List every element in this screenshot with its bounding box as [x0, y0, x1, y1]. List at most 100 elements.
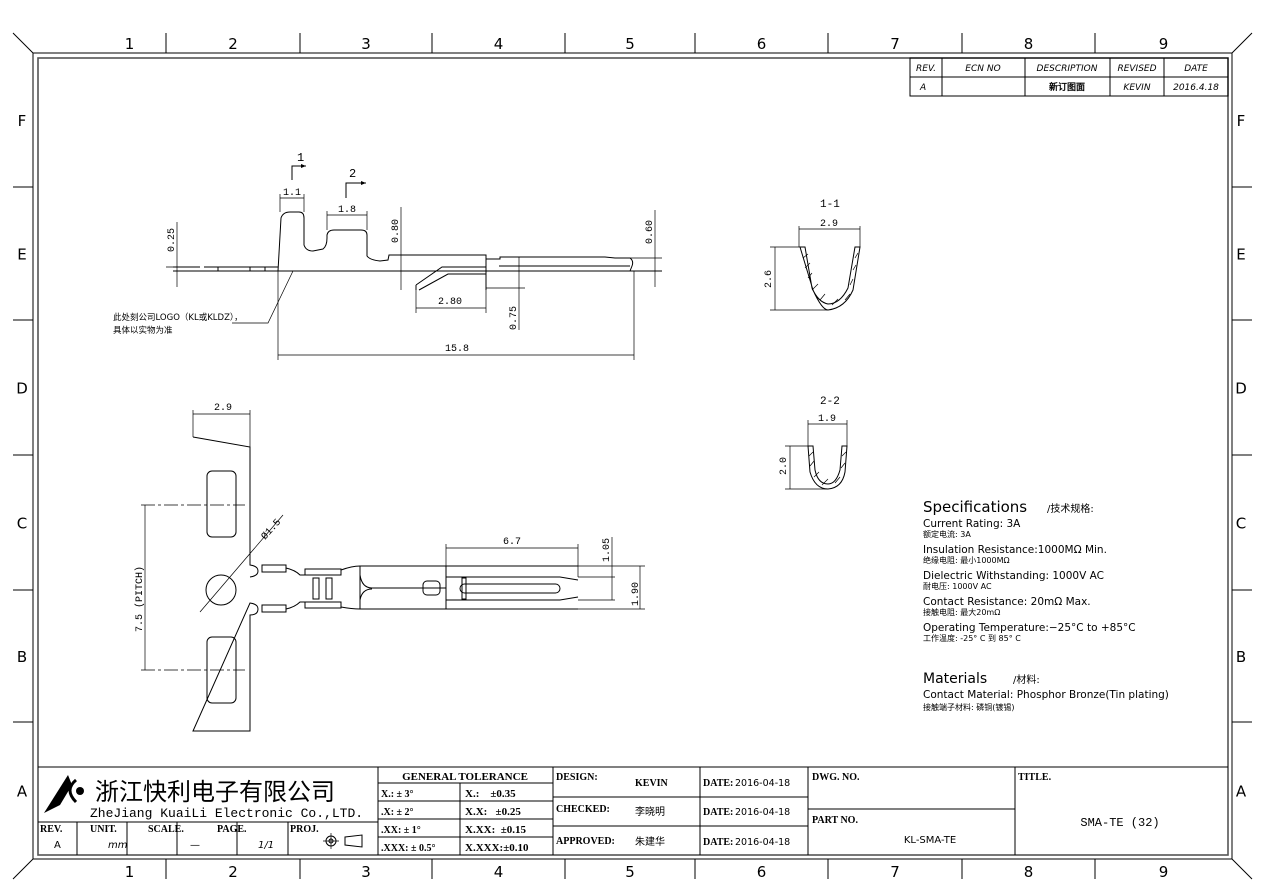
part-no-label: PART NO. [812, 815, 858, 826]
material-contact: Contact Material: Phosphor Bronze(Tin pl… [923, 689, 1169, 701]
section-1-1-width: 2.9 [820, 219, 838, 230]
rev-header-ecn: ECN NO [965, 64, 1000, 74]
zone-column-bottom: 1 [125, 863, 135, 881]
materials-title: Materials [923, 671, 987, 687]
rev-cell-description: 新订图面 [1049, 81, 1085, 93]
specifications: Specifications /技术规格: Current Rating: 3A… [923, 498, 1169, 712]
tolerance-angle: .X: ± 2° [381, 807, 414, 818]
dim-0-60: 0.60 [645, 220, 656, 244]
company-name-en: ZheJiang KuaiLi Electronic Co.,LTD. [90, 806, 363, 821]
logo-note-line-2: 具体以实物为准 [113, 325, 173, 336]
rev-header-description: DESCRIPTION [1037, 64, 1098, 74]
part-no-value: KL-SMA-TE [904, 835, 956, 846]
zone-column-bottom: 9 [1159, 863, 1169, 881]
section-2-2: 2-2 1.9 2.0 [779, 396, 848, 490]
zone-row-right: F [1237, 112, 1246, 130]
zone-column-top: 1 [125, 35, 135, 53]
date-label: DATE: [703, 837, 733, 848]
zone-column-bottom: 7 [890, 863, 900, 881]
proj-label: PROJ. [290, 824, 319, 835]
date-label: DATE: [703, 807, 733, 818]
page-value: 1/1 [258, 840, 274, 851]
rev-header-revised: REVISED [1117, 64, 1156, 74]
tolerance-linear: X.: ±0.35 [465, 788, 516, 800]
zone-row-left: C [17, 515, 27, 533]
dim-0-25: 0.25 [167, 228, 178, 252]
rev-cell-date: 2016.4.18 [1173, 83, 1219, 93]
zone-row-left: F [18, 112, 27, 130]
spec-item: Dielectric Withstanding: 1000V AC [923, 570, 1104, 582]
section-1-1: 1-1 2.9 2.6 [764, 199, 861, 311]
zone-column-bottom: 6 [757, 863, 767, 881]
dim-1-90: 1.90 [631, 582, 642, 606]
rev-value: A [54, 840, 61, 851]
section-1-1-height: 2.6 [764, 270, 775, 288]
tolerance-title: GENERAL TOLERANCE [402, 771, 528, 783]
zone-row-left: D [16, 380, 28, 398]
zone-row-right: A [1236, 783, 1247, 801]
spec-item: Operating Temperature:−25°C to +85°C [923, 622, 1136, 634]
zone-row-left: A [17, 783, 28, 801]
specs-title-cn: /技术规格: [1047, 502, 1094, 515]
approved-value: 朱建华 [635, 835, 665, 848]
zone-column-top: 6 [757, 35, 767, 53]
zone-row-left: E [17, 246, 26, 264]
tolerance-linear: X.XX: ±0.15 [465, 824, 527, 836]
page-label: PAGE. [217, 824, 247, 835]
tolerance-angle: X.: ± 3° [381, 789, 414, 800]
unit-value: mm [108, 840, 128, 851]
tolerance-linear: X.XXX:±0.10 [465, 842, 529, 854]
zone-ticks [13, 33, 1252, 879]
dwg-no-label: DWG. NO. [812, 772, 860, 783]
dim-0-80: 0.80 [391, 219, 402, 243]
rev-cell-revised: KEVIN [1123, 83, 1150, 93]
tolerance-linear: X.X: ±0.25 [465, 806, 521, 818]
specs-title: Specifications [923, 498, 1027, 516]
dim-2-80: 2.80 [438, 297, 462, 308]
spec-item-cn: 绝缘电阻: 最小1000MΩ [923, 555, 1010, 565]
spec-item: Contact Resistance: 20mΩ Max. [923, 596, 1091, 608]
tolerance-angle: .XX: ± 1° [381, 825, 421, 836]
section-2-2-title: 2-2 [820, 396, 840, 408]
design-value: KEVIN [635, 778, 669, 789]
checked-label: CHECKED: [556, 804, 610, 815]
materials-title-cn: /材料: [1013, 673, 1040, 686]
section-2-2-height: 2.0 [779, 457, 790, 475]
dim-width-2-9: 2.9 [214, 403, 232, 414]
dim-hole-diameter: Ø1.5 [259, 517, 284, 543]
company-logo [44, 775, 84, 813]
zone-row-right: B [1236, 648, 1246, 666]
unit-label: UNIT. [90, 824, 117, 835]
dim-blade-6-7: 6.7 [503, 537, 521, 548]
section-mark-2: 2 [349, 167, 356, 181]
date-value: 2016-04-18 [735, 837, 790, 848]
zone-column-bottom: 2 [228, 863, 238, 881]
checked-value: 李晓明 [635, 805, 665, 818]
dim-1-8: 1.8 [338, 205, 356, 216]
dim-0-75: 0.75 [509, 306, 520, 330]
title-label: TITLE. [1018, 772, 1052, 783]
zone-column-top: 3 [361, 35, 371, 53]
approved-label: APPROVED: [556, 836, 615, 847]
design-label: DESIGN: [556, 772, 598, 783]
rev-label: REV. [40, 824, 63, 835]
scale-value: — [190, 840, 200, 851]
zone-column-bottom: 8 [1024, 863, 1034, 881]
scale-label: SCALE. [148, 824, 184, 835]
side-view: 1 2 1.1 1.8 0.80 0.25 0.60 2.80 0.75 2.8… [113, 151, 662, 360]
zone-column-top: 5 [625, 35, 635, 53]
spec-item-cn: 耐电压: 1000V AC [923, 581, 992, 591]
dim-1-1: 1.1 [283, 188, 301, 199]
zone-column-top: 9 [1159, 35, 1169, 53]
material-contact-cn: 接触端子材料: 磷铜(镀锡) [923, 702, 1014, 712]
title-value: SMA-TE (32) [1080, 816, 1159, 830]
date-label: DATE: [703, 778, 733, 789]
zone-column-bottom: 4 [494, 863, 504, 881]
revision-table: REV. ECN NO DESCRIPTION REVISED DATE A 新… [909, 57, 1229, 97]
projection-symbol-icon [323, 833, 363, 849]
spec-item-cn: 接触电阻: 最大20mΩ [923, 607, 1000, 617]
rev-header-rev: REV. [916, 64, 936, 74]
section-2-2-width: 1.9 [818, 414, 836, 425]
